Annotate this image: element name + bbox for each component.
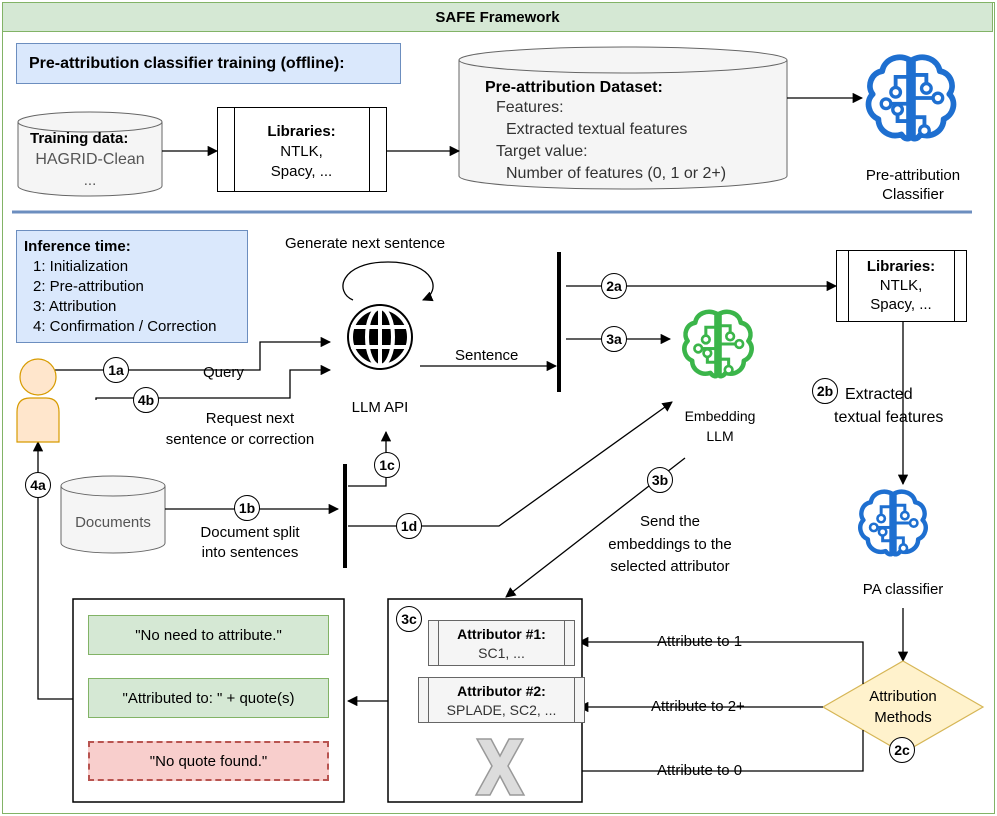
arrow-request xyxy=(95,364,332,400)
training-data-title: Training data: xyxy=(30,130,129,147)
legend-item: 2: Pre-attribution xyxy=(33,278,144,295)
badge-2b: 2b xyxy=(812,378,838,404)
methods-line2: Methods xyxy=(874,709,932,726)
badge-4b: 4b xyxy=(133,387,159,413)
legend-title: Inference time: xyxy=(24,238,131,255)
pa-classifier-brain-icon xyxy=(858,489,928,557)
dataset-line3: Target value: xyxy=(496,143,588,160)
offline-heading-box: Pre-attribution classifier training (off… xyxy=(16,43,401,84)
arrow-4a xyxy=(32,440,73,700)
classifier-line1: Pre-attribution xyxy=(865,167,961,184)
inference-libraries-line1: NTLK, xyxy=(879,277,923,294)
send-line1: Send the xyxy=(639,513,701,530)
inference-libraries-box: Libraries: NTLK, Spacy, ... xyxy=(836,250,967,322)
responses-container xyxy=(72,598,345,803)
badge-1d: 1d xyxy=(396,513,422,539)
offline-libraries-line1: NTLK, xyxy=(280,143,323,160)
lib-left-bar xyxy=(848,251,849,321)
generate-loop-arrow xyxy=(342,261,434,302)
attr-right-bar xyxy=(574,678,575,722)
dataset-line2: Extracted textual features xyxy=(506,121,688,138)
pa-classifier-label: PA classifier xyxy=(862,581,944,598)
legend-item: 1: Initialization xyxy=(33,258,129,275)
query-label: Query xyxy=(203,364,244,381)
badge-4a: 4a xyxy=(25,472,51,498)
person-icon xyxy=(16,358,60,443)
cross-icon xyxy=(474,738,526,796)
offline-libraries-box: Libraries: NTLK, Spacy, ... xyxy=(217,107,387,192)
embedding-llm-brain-icon xyxy=(682,309,754,379)
badge-3a: 3a xyxy=(601,326,627,352)
training-data-cylinder xyxy=(17,111,163,197)
documents-label: Documents xyxy=(75,514,151,531)
dataset-line4: Number of features (0, 1 or 2+) xyxy=(506,165,727,182)
training-data-line2: ... xyxy=(83,172,97,189)
send-line3: selected attributor xyxy=(610,558,730,575)
badge-3b: 3b xyxy=(647,467,673,493)
generate-label: Generate next sentence xyxy=(285,235,446,252)
attributor-1-title: Attributor #1: xyxy=(457,626,546,642)
attributor-2-title: Attributor #2: xyxy=(457,683,546,699)
request-line2: sentence or correction xyxy=(165,431,315,448)
classifier-line2: Classifier xyxy=(882,186,944,203)
legend-item: 3: Attribution xyxy=(33,298,117,315)
attr-left-bar xyxy=(428,678,429,722)
response-attributed: "Attributed to: " + quote(s) xyxy=(88,678,329,718)
send-line2: embeddings to the xyxy=(608,536,732,553)
training-data-line1: HAGRID-Clean xyxy=(35,151,145,168)
split-line2: into sentences xyxy=(201,544,299,561)
legend-item: 4: Confirmation / Correction xyxy=(33,318,217,335)
response-no-need: "No need to attribute." xyxy=(88,615,329,655)
attr-left-bar xyxy=(438,621,439,665)
inference-legend: Inference time: 1: Initialization 2: Pre… xyxy=(16,230,248,343)
attribute-to-2-label: Attribute to 2+ xyxy=(651,698,745,715)
diagram-title: SAFE Framework xyxy=(2,2,993,32)
arrow-attribute-1 xyxy=(577,636,864,684)
offline-libraries-title: Libraries: xyxy=(267,123,336,140)
pre-attribution-dataset-cylinder xyxy=(458,46,788,190)
badge-3c: 3c xyxy=(396,606,422,632)
embedding-line2: LLM xyxy=(706,428,734,444)
badge-2a: 2a xyxy=(601,273,627,299)
globe-icon xyxy=(347,304,413,370)
attribute-to-1-label: Attribute to 1 xyxy=(657,633,743,650)
inference-libraries-title: Libraries: xyxy=(866,258,936,275)
dataset-title: Pre-attribution Dataset: xyxy=(485,79,663,96)
arrow-1c xyxy=(348,430,392,487)
attr-right-bar xyxy=(564,621,565,665)
request-line1: Request next xyxy=(205,410,295,427)
attribute-to-0-label: Attribute to 0 xyxy=(657,762,743,779)
offline-heading: Pre-attribution classifier training (off… xyxy=(29,55,345,72)
split-line1: Document split xyxy=(200,524,300,541)
dataset-line1: Features: xyxy=(496,99,564,116)
llm-api-label: LLM API xyxy=(351,399,409,416)
lib-right-bar xyxy=(369,108,370,191)
attributor-1-box: Attributor #1: SC1, ... xyxy=(428,620,575,666)
extracted-line1: Extracted xyxy=(845,386,913,403)
badge-2c: 2c xyxy=(889,737,915,763)
attributor-2-sub: SPLADE, SC2, ... xyxy=(446,702,557,718)
sentence-label: Sentence xyxy=(455,347,519,364)
attributor-1-sub: SC1, ... xyxy=(478,645,525,661)
methods-line1: Attribution xyxy=(869,688,937,705)
badge-1a: 1a xyxy=(103,357,129,383)
arrow-query xyxy=(55,336,332,371)
arrow-attribute-0 xyxy=(541,730,864,777)
extracted-line2: textual features xyxy=(834,409,944,426)
lib-right-bar xyxy=(954,251,955,321)
badge-1b: 1b xyxy=(234,495,260,521)
attributor-2-box: Attributor #2: SPLADE, SC2, ... xyxy=(418,677,585,723)
offline-libraries-line2: Spacy, ... xyxy=(270,163,333,180)
lib-left-bar xyxy=(234,108,235,191)
pre-attribution-classifier-brain-icon xyxy=(865,54,957,142)
badge-1c: 1c xyxy=(374,452,400,478)
embedding-line1: Embedding xyxy=(684,408,756,424)
inference-libraries-line2: Spacy, ... xyxy=(870,296,932,313)
response-no-quote: "No quote found." xyxy=(88,741,329,781)
documents-cylinder xyxy=(60,475,166,554)
